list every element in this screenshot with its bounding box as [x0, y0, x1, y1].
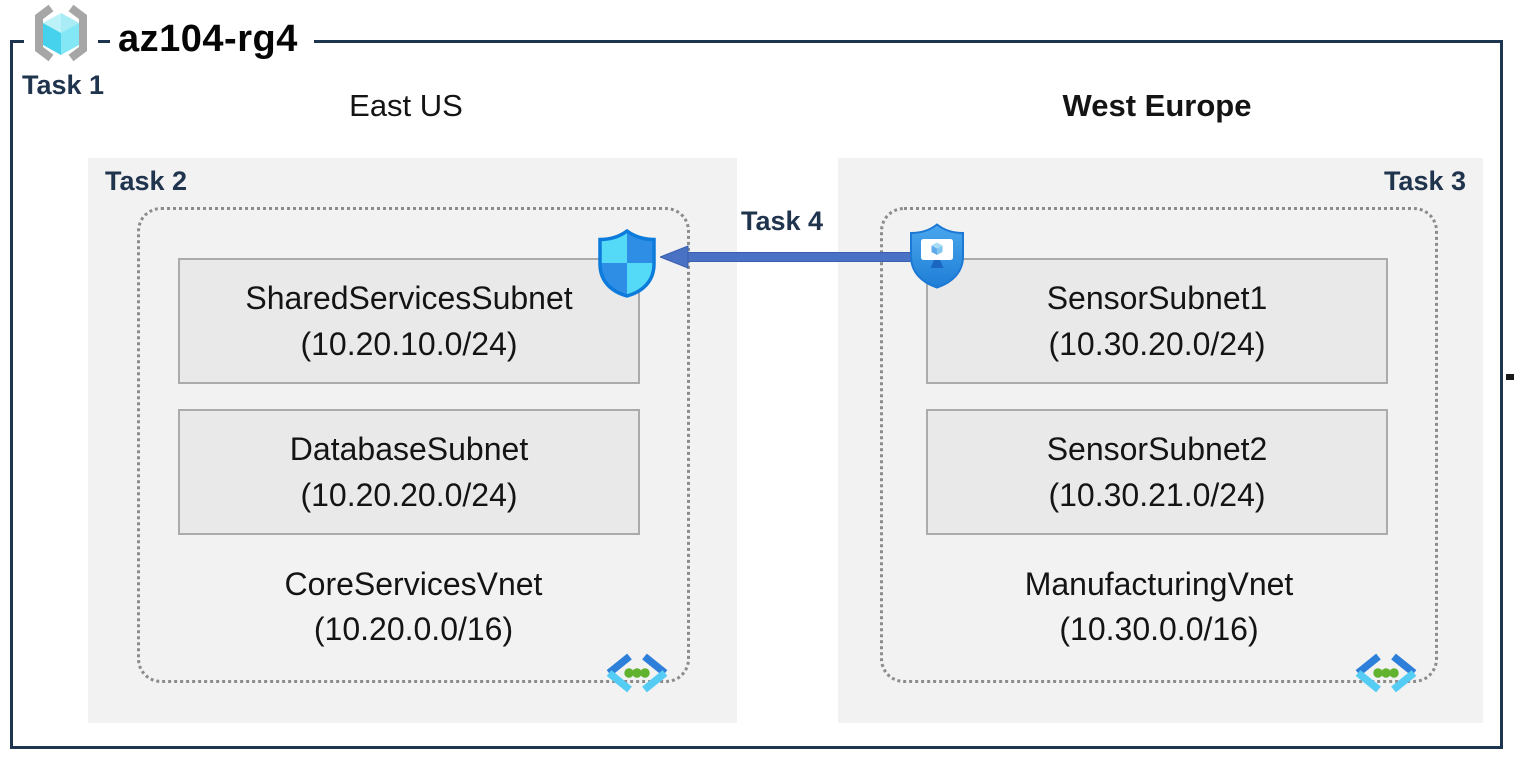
region-label-east-us: East US	[349, 88, 463, 123]
task4-label: Task 4	[740, 206, 824, 236]
manufacturing-vnet-label: ManufacturingVnet (10.30.0.0/16)	[883, 562, 1435, 653]
sensor-subnet-1: SensorSubnet1 (10.30.20.0/24)	[926, 258, 1388, 384]
vnet-name: CoreServicesVnet	[284, 566, 543, 602]
subnet-cidr: (10.30.21.0/24)	[1048, 477, 1266, 513]
sensor-subnet-2: SensorSubnet2 (10.30.21.0/24)	[926, 409, 1388, 535]
subnet-name: SharedServicesSubnet	[245, 279, 573, 316]
virtual-network-icon	[1353, 652, 1419, 701]
nsg-shield-icon	[596, 228, 658, 303]
vnet-cidr: (10.30.0.0/16)	[1059, 611, 1259, 648]
subnet-cidr: (10.20.10.0/24)	[300, 326, 518, 362]
vnet-name: ManufacturingVnet	[1024, 566, 1294, 602]
region-label-west-europe: West Europe	[1062, 88, 1252, 123]
task3-label: Task 3	[1383, 166, 1466, 196]
resource-group-icon	[24, 2, 98, 69]
shared-services-subnet: SharedServicesSubnet (10.20.10.0/24)	[178, 258, 640, 384]
resource-group-boundary	[10, 40, 1503, 749]
stray-dash-mark	[1506, 374, 1514, 380]
vnet-cidr: (10.20.0.0/16)	[313, 611, 514, 648]
subnet-name: SensorSubnet1	[1046, 279, 1268, 316]
core-services-vnet-label: CoreServicesVnet (10.20.0.0/16)	[140, 562, 687, 653]
subnet-name: SensorSubnet2	[1046, 430, 1268, 467]
asg-shield-icon	[908, 222, 966, 295]
resource-group-title: az104-rg4	[110, 15, 314, 63]
task2-label: Task 2	[105, 166, 188, 196]
manufacturing-vnet-box: SensorSubnet1 (10.30.20.0/24) SensorSubn…	[880, 207, 1438, 693]
subnet-cidr: (10.30.20.0/24)	[1048, 326, 1266, 362]
task1-label: Task 1	[22, 70, 105, 100]
database-subnet: DatabaseSubnet (10.20.20.0/24)	[178, 409, 640, 535]
virtual-network-icon	[604, 652, 670, 701]
subnet-name: DatabaseSubnet	[289, 430, 529, 467]
subnet-cidr: (10.20.20.0/24)	[300, 477, 518, 513]
core-services-vnet-box: SharedServicesSubnet (10.20.10.0/24) Dat…	[137, 207, 690, 693]
